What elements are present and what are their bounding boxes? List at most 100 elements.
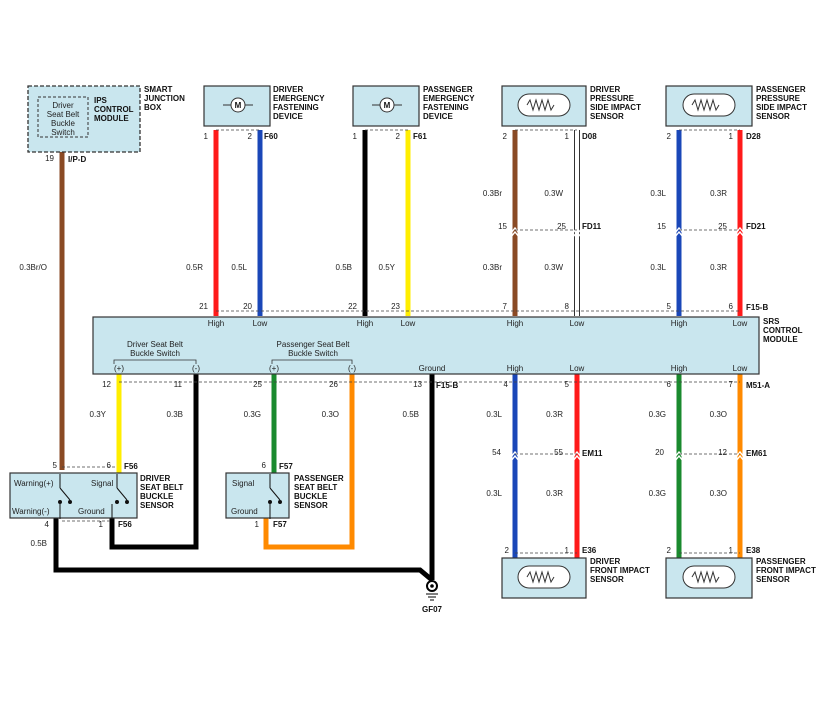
def-driver-label-2: EMERGENCY bbox=[273, 94, 325, 103]
srs-low-label: Low bbox=[733, 364, 748, 373]
pin-number: 13 bbox=[413, 380, 422, 389]
srs-driver-switch-label-1: Driver Seat Belt bbox=[127, 340, 184, 349]
pin-number: 2 bbox=[396, 132, 401, 141]
dsb-label-3: BUCKLE bbox=[140, 492, 174, 501]
wire-spec-label: 0.3O bbox=[710, 410, 727, 419]
wire-spec-label: 0.3B bbox=[167, 410, 183, 419]
def-driver-label-4: DEVICE bbox=[273, 112, 303, 121]
pin-number: 7 bbox=[729, 380, 734, 389]
switch-icon bbox=[58, 474, 129, 519]
signal-label: Signal bbox=[91, 479, 113, 488]
pps-label-3: SIDE IMPACT bbox=[756, 103, 807, 112]
wire-spec-label: 0.3Y bbox=[90, 410, 107, 419]
pin-number: 12 bbox=[718, 448, 727, 457]
pfi-label-1: PASSENGER bbox=[756, 557, 806, 566]
connector-e36: E36 bbox=[582, 546, 597, 555]
srs-label-2: CONTROL bbox=[763, 326, 803, 335]
buckle-switch-label-2: Seat Belt bbox=[47, 110, 80, 119]
connector-ipd: I/P-D bbox=[68, 155, 86, 164]
connector-em11: EM11 bbox=[582, 449, 603, 458]
srs-minus-label: (-) bbox=[192, 364, 200, 373]
splice-chevron-icon bbox=[735, 226, 745, 238]
connector-gf07: GF07 bbox=[422, 605, 443, 614]
warning-plus-label: Warning(+) bbox=[14, 479, 54, 488]
pin-number: 5 bbox=[53, 461, 58, 470]
driver-front-impact-sensor: DRIVER FRONT IMPACT SENSOR bbox=[501, 557, 650, 599]
connector-fd11: FD11 bbox=[582, 222, 602, 231]
motor-symbol: M bbox=[384, 101, 391, 110]
splice-chevron-icon bbox=[510, 226, 520, 238]
signal-label: Signal bbox=[232, 479, 254, 488]
pin-number: 22 bbox=[348, 302, 357, 311]
pin-number: 11 bbox=[174, 380, 183, 389]
pin-number: 1 bbox=[729, 132, 734, 141]
srs-pass-switch-label-1: Passenger Seat Belt bbox=[277, 340, 351, 349]
pin-number: 26 bbox=[329, 380, 338, 389]
smart-junction-box: Driver Seat Belt Buckle Switch IPS CONTR… bbox=[27, 85, 185, 153]
wire-spec-label: 0.3L bbox=[650, 189, 666, 198]
pin-number: 8 bbox=[565, 302, 570, 311]
wire-psb_minus bbox=[263, 374, 355, 550]
splice-chevron-icon bbox=[735, 450, 745, 462]
ground-gf07: GF07 bbox=[422, 580, 443, 614]
srs-low-label: Low bbox=[570, 319, 585, 328]
connector-f60: F60 bbox=[264, 132, 278, 141]
pin-number: 1 bbox=[255, 520, 260, 529]
warning-minus-label: Warning(-) bbox=[12, 507, 50, 516]
wire-spec-label: 0.3R bbox=[546, 489, 563, 498]
dsb-label-4: SENSOR bbox=[140, 501, 174, 510]
ips-label-3: MODULE bbox=[94, 114, 129, 123]
srs-high-label: High bbox=[671, 319, 687, 328]
pin-number: 2 bbox=[248, 132, 253, 141]
dsb-label-1: DRIVER bbox=[140, 474, 170, 483]
pin-number: 1 bbox=[353, 132, 358, 141]
connector-d08: D08 bbox=[582, 132, 597, 141]
pin-number: 4 bbox=[45, 520, 50, 529]
buckle-switch-label-4: Switch bbox=[51, 128, 75, 137]
pin-number: 21 bbox=[199, 302, 208, 311]
connector-f15b-bottom: F15-B bbox=[436, 381, 458, 390]
wire-spec-label: 0.5Y bbox=[379, 263, 396, 272]
passenger-pressure-side-impact-sensor: PASSENGER PRESSURE SIDE IMPACT SENSOR bbox=[665, 85, 807, 127]
pin-number: 20 bbox=[243, 302, 252, 311]
dfi-label-1: DRIVER bbox=[590, 557, 620, 566]
pin-number: 5 bbox=[667, 302, 672, 311]
pin-number: 6 bbox=[667, 380, 672, 389]
pin-number: 15 bbox=[498, 222, 507, 231]
driver-emergency-fastening-device: M DRIVER EMERGENCY FASTENING DEVICE bbox=[203, 85, 325, 127]
passenger-front-impact-sensor: PASSENGER FRONT IMPACT SENSOR bbox=[665, 557, 816, 599]
wire-spec-label: 0.3L bbox=[486, 410, 502, 419]
srs-label-3: MODULE bbox=[763, 335, 798, 344]
wire-spec-label: 0.5B bbox=[336, 263, 352, 272]
splice-chevron-icon bbox=[674, 226, 684, 238]
pin-number: 1 bbox=[204, 132, 209, 141]
pin-number: 2 bbox=[505, 546, 510, 555]
psb-label-1: PASSENGER bbox=[294, 474, 344, 483]
dps-label-3: SIDE IMPACT bbox=[590, 103, 641, 112]
connector-fd21: FD21 bbox=[746, 222, 766, 231]
psb-label-2: SEAT BELT bbox=[294, 483, 337, 492]
srs-plus-label: (+) bbox=[269, 364, 279, 373]
sjb-label-1: SMART bbox=[144, 85, 173, 94]
pin-number: 1 bbox=[565, 132, 570, 141]
def-pass-label-4: DEVICE bbox=[423, 112, 453, 121]
wire-spec-label: 0.3Br bbox=[483, 263, 502, 272]
srs-low-label: Low bbox=[733, 319, 748, 328]
srs-plus-label: (+) bbox=[114, 364, 124, 373]
wire-spec-label: 0.3Br/O bbox=[19, 263, 47, 272]
srs-pass-switch-label-2: Buckle Switch bbox=[288, 349, 338, 358]
buckle-switch-label-1: Driver bbox=[52, 101, 74, 110]
dps-label-4: SENSOR bbox=[590, 112, 624, 121]
ground-label: Ground bbox=[231, 507, 258, 516]
pin-number: 25 bbox=[557, 222, 566, 231]
buckle-switch-label-3: Buckle bbox=[51, 119, 76, 128]
passenger-seat-belt-buckle-sensor: Signal Ground PASSENGER SEAT BELT BUCKLE… bbox=[225, 472, 344, 519]
connector-labels: I/P-D F60 F61 D08 D28 FD11 FD21 F15-B F1… bbox=[68, 132, 770, 555]
sjb-label-2: JUNCTION bbox=[144, 94, 185, 103]
connector-f57-top: F57 bbox=[279, 462, 293, 471]
pin-number: 15 bbox=[657, 222, 666, 231]
splice-chevron-icon bbox=[674, 450, 684, 462]
srs-minus-label: (-) bbox=[348, 364, 356, 373]
wire-spec-label: 0.3Br bbox=[483, 189, 502, 198]
